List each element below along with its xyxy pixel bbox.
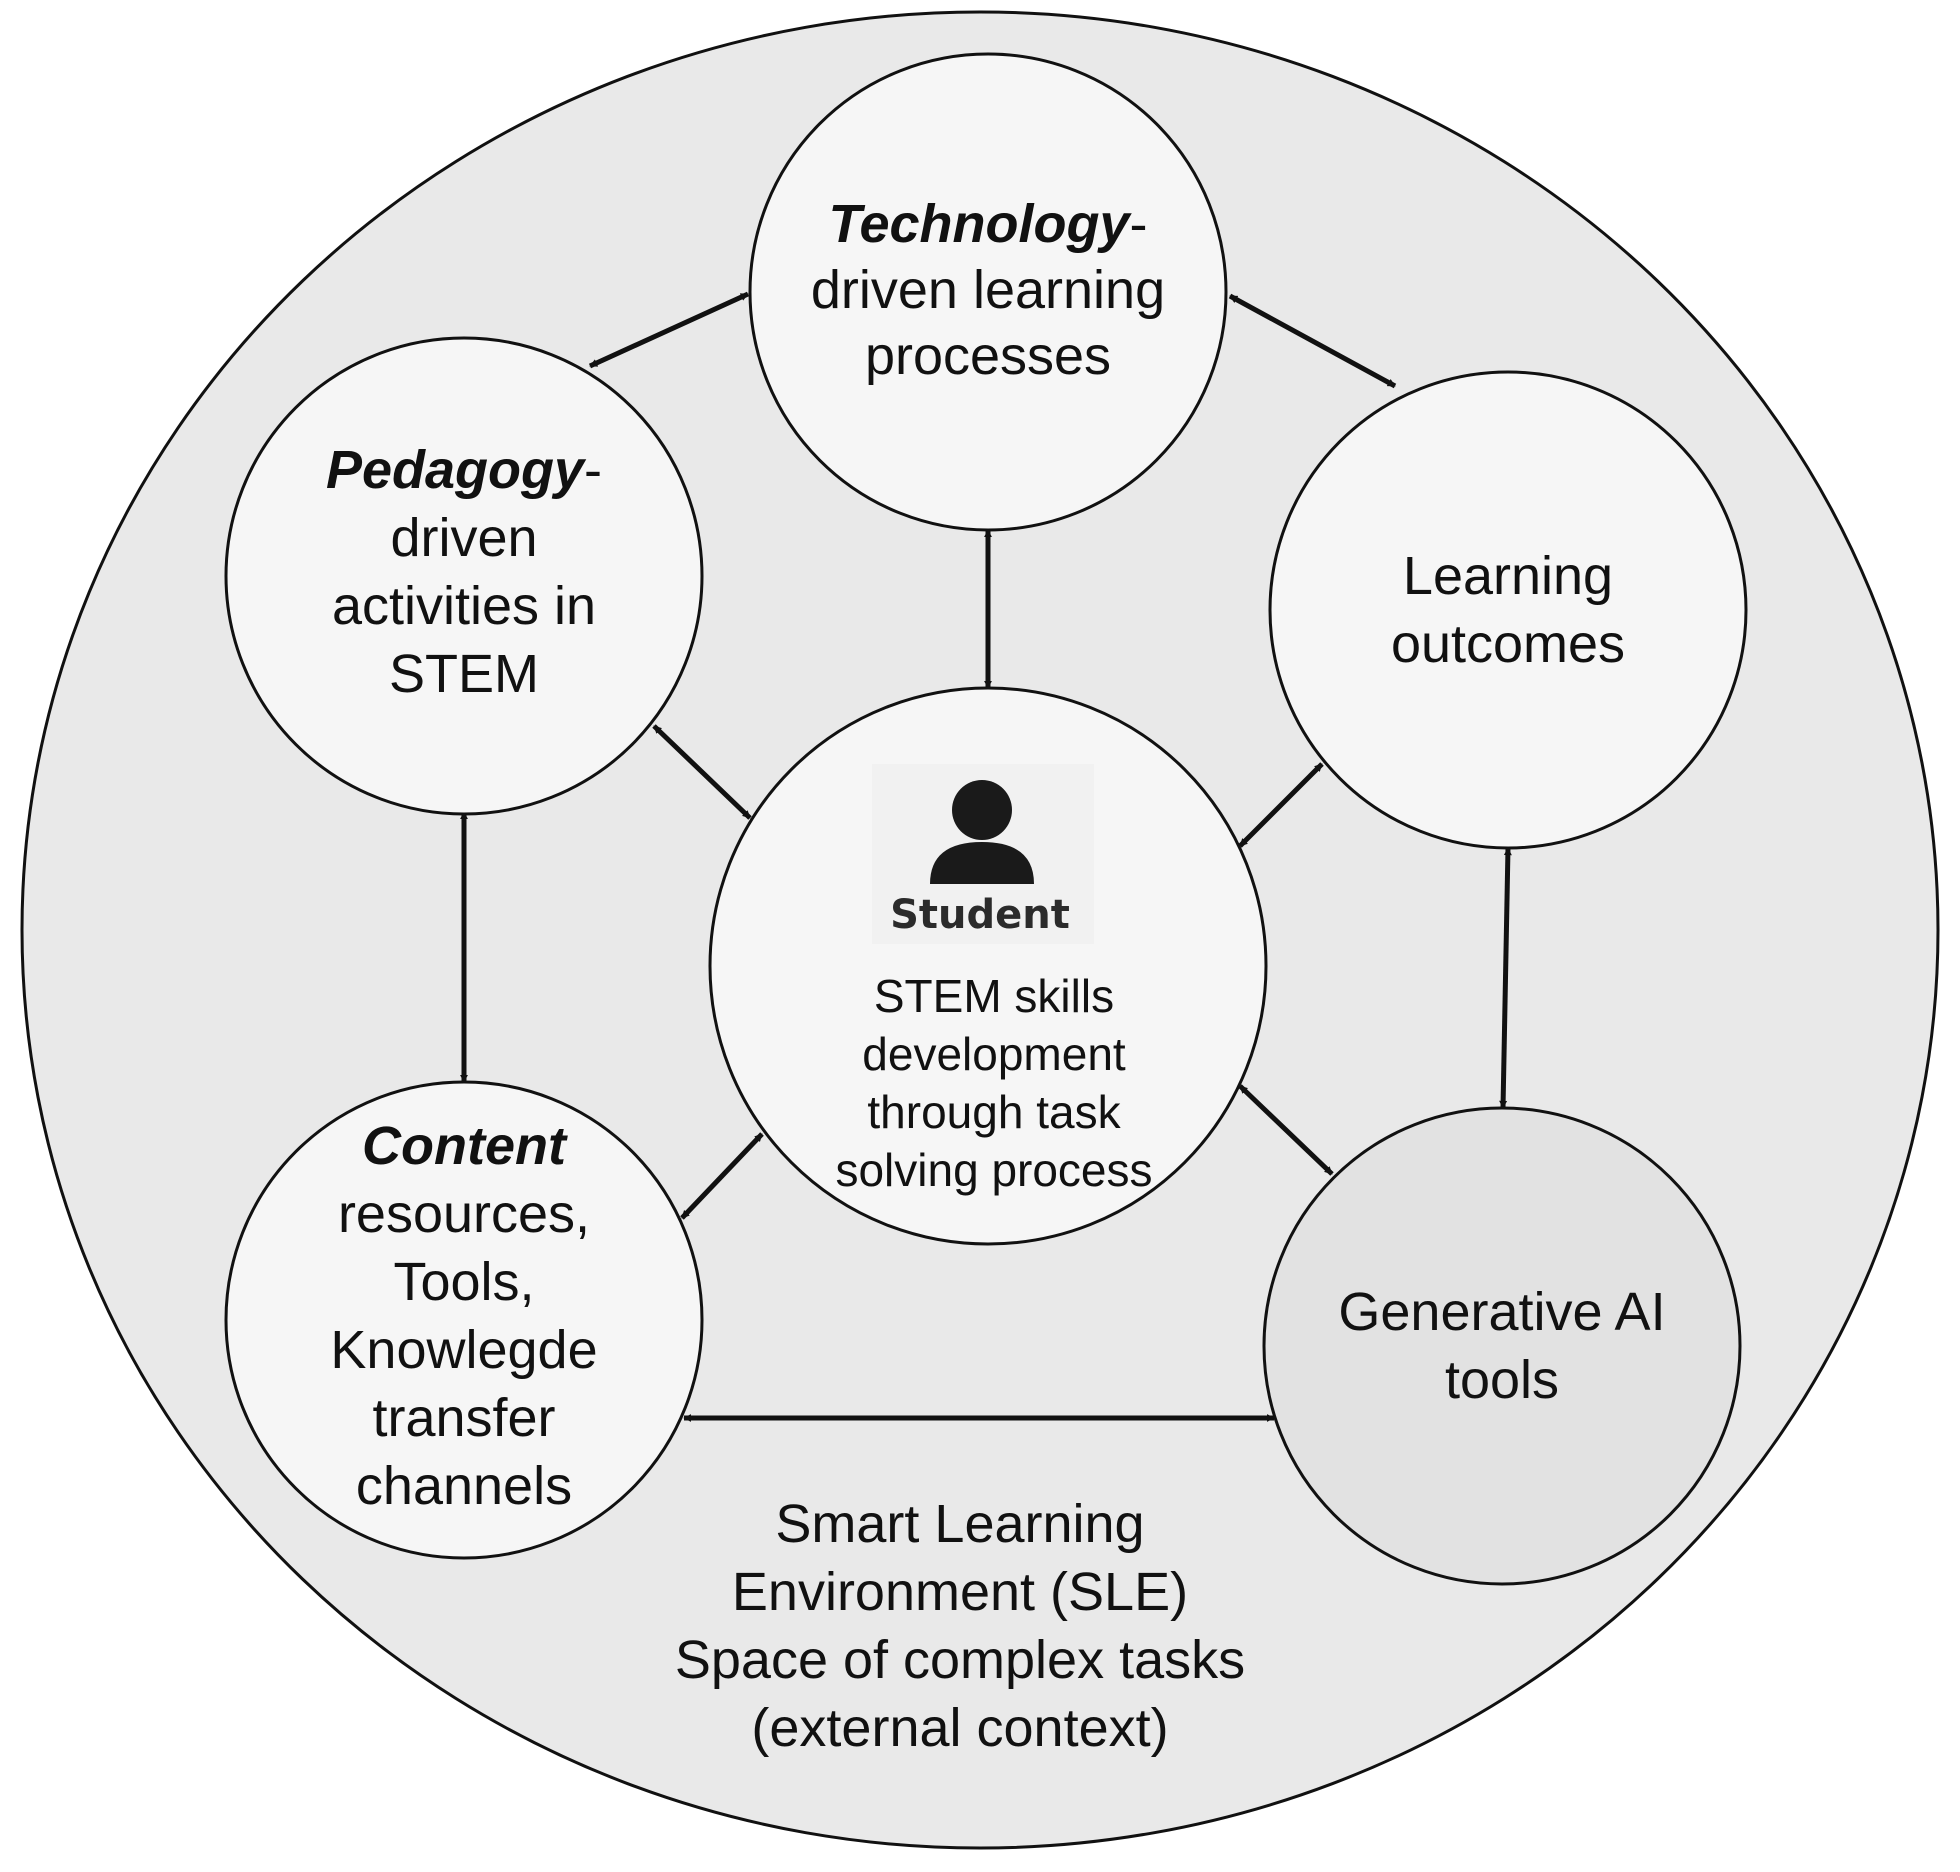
node-student: Student STEM skills development through …	[708, 686, 1268, 1246]
sle-caption-line1: Smart Learning	[775, 1494, 1144, 1554]
student-line4: solving process	[835, 1144, 1152, 1196]
user-icon	[930, 780, 1034, 884]
sle-caption-line2: Environment (SLE)	[732, 1562, 1188, 1622]
genai-circle	[1262, 1106, 1742, 1586]
node-content: Content resources, Tools, Knowlegde tran…	[224, 1080, 704, 1560]
content-line2: resources,	[338, 1184, 590, 1244]
arrow-student-content	[680, 1132, 764, 1220]
content-circle	[224, 1080, 704, 1560]
node-learning-outcomes: Learning outcomes	[1268, 370, 1748, 850]
content-line3: Tools,	[393, 1252, 534, 1312]
outcomes-circle	[1268, 370, 1748, 850]
student-line2: development	[862, 1028, 1126, 1080]
technology-circle	[748, 52, 1228, 532]
content-line4: Knowlegde	[330, 1320, 597, 1380]
student-circle	[708, 686, 1268, 1246]
outcomes-line2: outcomes	[1391, 614, 1625, 674]
student-line1: STEM skills	[874, 970, 1114, 1022]
pedagogy-line3: activities in	[332, 576, 596, 636]
arrow-pedagogy-student	[652, 724, 752, 820]
arrow-technology-outcomes	[1228, 293, 1397, 389]
pedagogy-line2: driven	[390, 508, 537, 568]
outcomes-line1: Learning	[1403, 546, 1613, 606]
arrow-pedagogy-technology	[588, 291, 750, 369]
content-line5: transfer	[372, 1388, 555, 1448]
technology-line2: driven learning	[811, 260, 1165, 320]
content-line1: Content	[362, 1116, 568, 1176]
node-generative-ai: Generative AI tools	[1262, 1106, 1742, 1586]
pedagogy-circle	[224, 336, 704, 816]
sle-caption-line3: Space of complex tasks	[675, 1630, 1245, 1690]
genai-line2: tools	[1445, 1350, 1559, 1410]
student-line3: through task	[867, 1086, 1121, 1138]
arrow-student-genai	[1238, 1084, 1334, 1176]
sle-caption-line4: (external context)	[751, 1698, 1168, 1758]
student-badge-label: Student	[890, 892, 1070, 938]
genai-line1: Generative AI	[1338, 1282, 1665, 1342]
pedagogy-line1: Pedagogy-	[326, 440, 602, 500]
pedagogy-line4: STEM	[389, 644, 539, 704]
technology-line3: processes	[865, 326, 1111, 386]
connections	[460, 291, 1512, 1422]
content-line6: channels	[356, 1456, 572, 1516]
node-technology: Technology- driven learning processes	[748, 52, 1228, 532]
arrow-outcomes-genai	[1499, 847, 1512, 1109]
arrow-outcomes-student	[1238, 762, 1324, 848]
node-pedagogy: Pedagogy- driven activities in STEM	[224, 336, 704, 816]
sle-caption: Smart Learning Environment (SLE) Space o…	[675, 1494, 1245, 1758]
technology-line1: Technology-	[829, 194, 1148, 254]
